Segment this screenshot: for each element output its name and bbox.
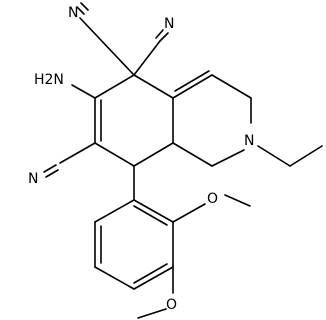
amino-label: H2N: [34, 72, 64, 88]
bond-ar2-ar1-double: [133, 205, 168, 226]
bond-nitrile-top-left-triple-a: [76, 6, 85, 15]
bond-nitrile-top-right-triple-b: [159, 32, 169, 42]
bond-ar4-ar3-double: [133, 263, 168, 284]
bond-c7-c8: [94, 142, 135, 167]
bonds: [43, 2, 323, 319]
bond-ar4-ar3: [133, 266, 174, 290]
bond-c6-nh2: [71, 84, 96, 99]
bond-n2-c1: [211, 149, 245, 167]
bond-ar2-o: [172, 203, 206, 223]
bond-nitrile-left-triple-b: [45, 169, 59, 178]
bond-c4a-c5: [133, 74, 174, 99]
nitrile-n-left-label: N: [28, 171, 38, 187]
bond-ar5-ar4: [94, 266, 135, 290]
bond-o-me-upper: [224, 194, 251, 207]
bond-nitrile-top-left-triple-b: [80, 2, 89, 11]
bond-c4-c3: [211, 74, 252, 99]
bond-propyl-2: [289, 145, 323, 167]
methoxy-o-lower-label: O: [166, 297, 177, 313]
bond-c1-c8a: [172, 142, 213, 167]
bond-nitrile-top-right-single: [133, 40, 161, 76]
bond-c4a-c4: [172, 74, 213, 99]
methoxy-o-upper-label: O: [207, 191, 218, 207]
bond-ar2-ar1: [133, 199, 174, 223]
bond-c4a-c4-double: [174, 70, 210, 92]
bond-nitrile-left-single: [59, 142, 96, 164]
bond-nitrile-top-right-triple-a: [155, 29, 164, 39]
bond-c5-c6: [94, 74, 135, 99]
nitrile-n-top-left-label: N: [68, 5, 78, 21]
bond-nitrile-left-triple-a: [43, 164, 57, 173]
bond-nitrile-top-left-single: [79, 17, 135, 76]
nitrile-n-top-right-label: N: [164, 16, 174, 32]
bond-ar1-ar6: [94, 199, 135, 223]
bond-n-propyl-1: [257, 145, 291, 167]
bond-c8-c8a: [133, 142, 174, 167]
bond-o-me-lower: [137, 308, 167, 319]
ring-nitrogen-label: N: [244, 133, 254, 149]
